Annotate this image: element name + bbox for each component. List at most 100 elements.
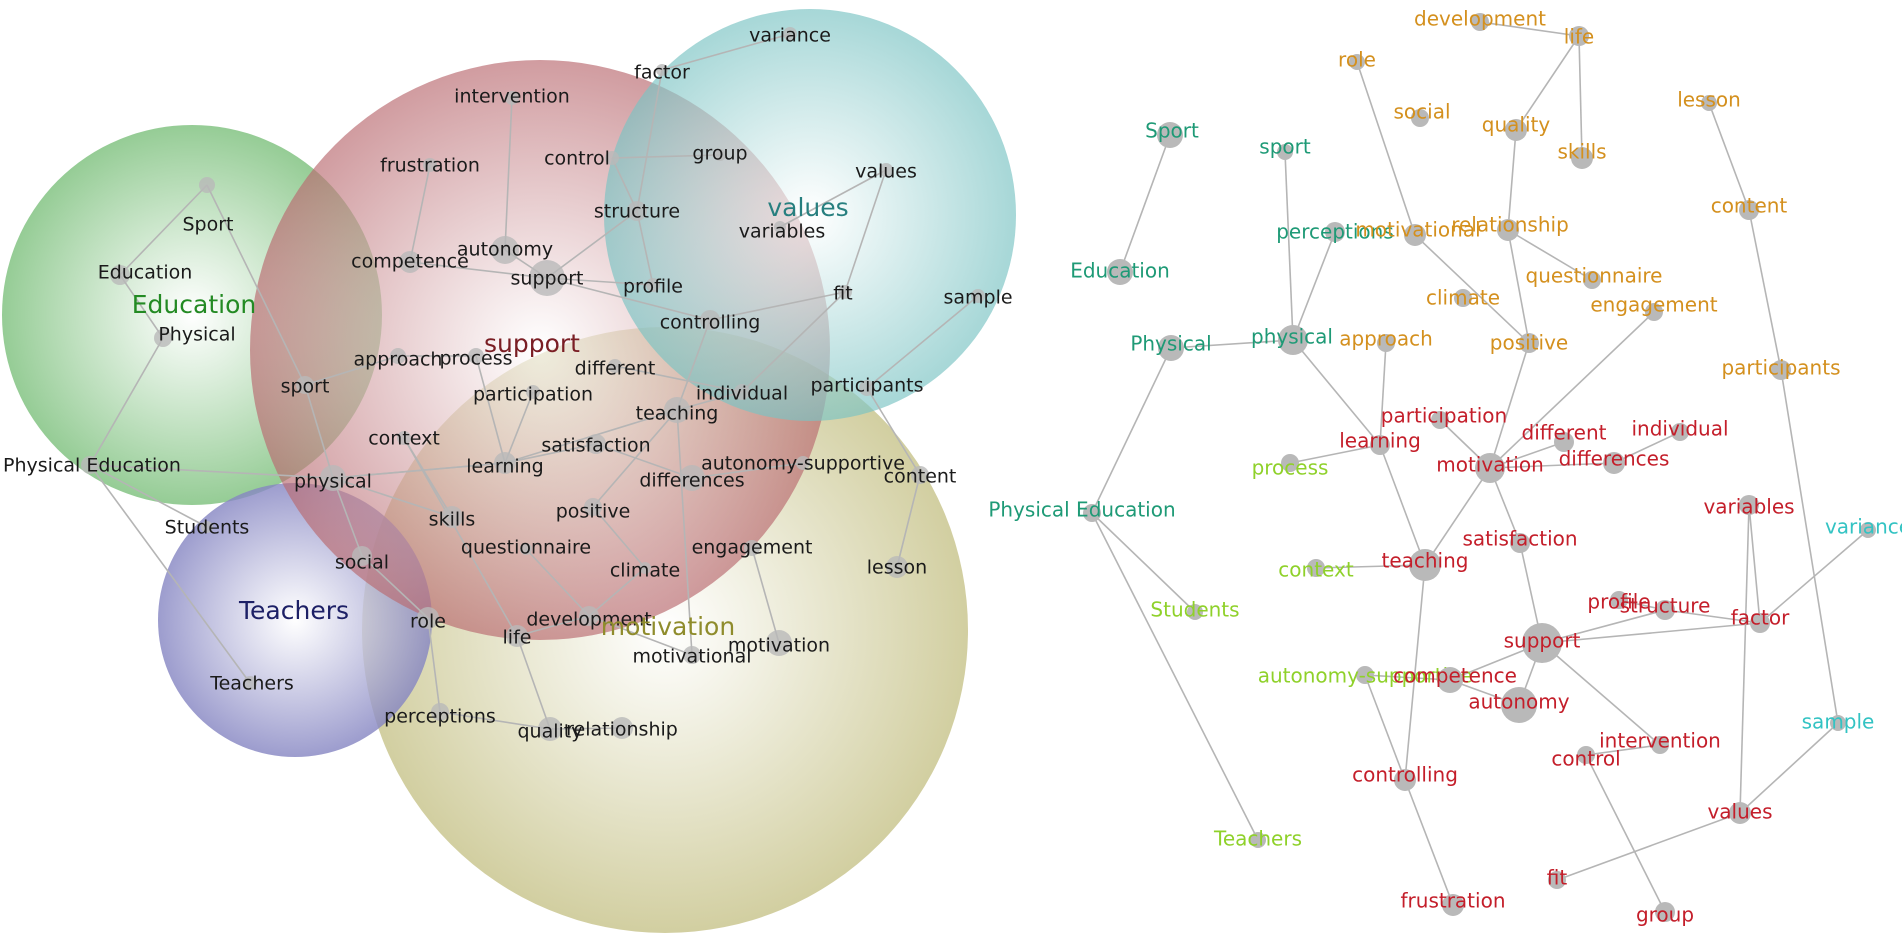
right-edge (1379, 342, 1387, 446)
right-node-climate (1454, 289, 1472, 307)
left-edge (304, 355, 399, 386)
left-edge (779, 169, 887, 228)
right-label-climate: climate (1426, 286, 1500, 310)
right-node-engagement (1645, 303, 1663, 321)
right-edge (1091, 512, 1196, 613)
left-label-differences: differences (639, 470, 744, 492)
right-edge (1424, 467, 1491, 566)
right-node-values (1729, 802, 1751, 824)
left-label-relationship: relationship (566, 719, 678, 741)
right-label-satisfaction: satisfaction (1462, 527, 1577, 551)
left-edge (636, 69, 663, 212)
left-node-skills (441, 506, 463, 528)
right-edges (1091, 21, 1869, 913)
right-edge (1578, 35, 1583, 159)
right-node-quality (1505, 119, 1527, 141)
left-node-perceptions (431, 703, 449, 721)
right-node-context (1307, 559, 1325, 577)
left-edge (741, 291, 846, 393)
right-node-life (1569, 26, 1589, 46)
left-label-quality: quality (518, 721, 583, 743)
left-node-life (506, 625, 528, 647)
right-label-development: development (1414, 7, 1546, 31)
left-node-autonomy_supportive (796, 456, 810, 470)
left-node-engagement (744, 540, 760, 556)
right-node-teachers (1250, 832, 1266, 848)
right-node-students (1187, 604, 1203, 620)
right-edge (1091, 512, 1259, 841)
left-node-role (417, 607, 439, 629)
left-label-different: different (575, 358, 656, 380)
left-node-lesson (886, 556, 908, 578)
left-node-factor (656, 64, 668, 76)
cluster-label-teachers: Teachers (238, 596, 349, 625)
right-node-motivational (1404, 224, 1426, 246)
left-label-physical_education: Physical Education (3, 455, 181, 477)
right-label-structure: structure (1620, 594, 1711, 618)
left-node-approach (390, 348, 406, 364)
right-node-participation (1431, 411, 1449, 429)
right-label-intervention: intervention (1599, 729, 1721, 753)
right-label-students: Students (1150, 598, 1239, 622)
right-label-autonomy: autonomy (1468, 690, 1569, 714)
left-node-students (201, 521, 213, 533)
left-label-group: group (692, 143, 747, 165)
left-label-sport_pe: Sport (182, 214, 233, 236)
right-edge (1284, 151, 1294, 341)
right-label-education: Education (1070, 259, 1170, 283)
left-edge (866, 387, 921, 476)
right-label-group: group (1636, 903, 1694, 927)
right-label-physical_education: Physical Education (988, 498, 1175, 522)
right-label-sample: sample (1802, 710, 1875, 734)
right-label-approach: approach (1339, 327, 1433, 351)
right-node-learning (1370, 435, 1390, 455)
left-edge (206, 184, 306, 386)
right-edge (1404, 564, 1426, 781)
left-edge (516, 635, 551, 730)
right-edge (1780, 369, 1839, 724)
left-node-values_n (879, 163, 893, 177)
left-node-profile (646, 278, 660, 292)
right-label-participation: participation (1381, 404, 1507, 428)
right-label-life: life (1564, 25, 1594, 49)
left-edge (119, 274, 164, 339)
right-node-perceptions (1325, 222, 1345, 242)
right-label-sport_pe: Sport (1145, 119, 1199, 143)
right-label-physical: physical (1251, 325, 1333, 349)
left-label-support_n: support (511, 268, 584, 290)
left-label-approach: approach (354, 349, 443, 371)
right-node-support (1522, 623, 1562, 663)
left-label-intervention: intervention (454, 86, 570, 108)
right-label-content: content (1711, 194, 1788, 218)
right-label-factor: factor (1731, 606, 1790, 630)
left-label-development: development (526, 609, 651, 631)
right-edge (1489, 462, 1615, 469)
right-node-approach (1377, 334, 1395, 352)
left-label-learning: learning (466, 456, 544, 478)
left-label-profile: profile (623, 276, 683, 298)
left-node-fit (838, 285, 852, 299)
left-label-life: life (503, 627, 532, 649)
left-edge (332, 462, 506, 479)
left-node-sample (971, 289, 985, 303)
left-label-fit: fit (833, 283, 852, 305)
left-node-teachers_n (243, 676, 257, 690)
right-label-quality: quality (1482, 113, 1551, 137)
left-label-positive: positive (556, 501, 631, 523)
right-edge (1292, 231, 1336, 341)
right-edge (1708, 102, 1750, 211)
right-node-differences (1603, 452, 1625, 474)
right-label-competence: competence (1393, 664, 1517, 688)
right-edge (1489, 342, 1530, 469)
right-edge (1739, 504, 1750, 814)
left-label-perceptions: perceptions (384, 706, 496, 728)
right-label-different: different (1522, 421, 1607, 445)
right-label-participants: participants (1721, 356, 1840, 380)
right-label-process: process (1252, 456, 1329, 480)
right-edge (1541, 609, 1666, 644)
left-edge (89, 464, 251, 684)
left-label-students: Students (165, 517, 250, 539)
right-edge (1404, 779, 1454, 906)
left-node-structure (627, 201, 647, 221)
